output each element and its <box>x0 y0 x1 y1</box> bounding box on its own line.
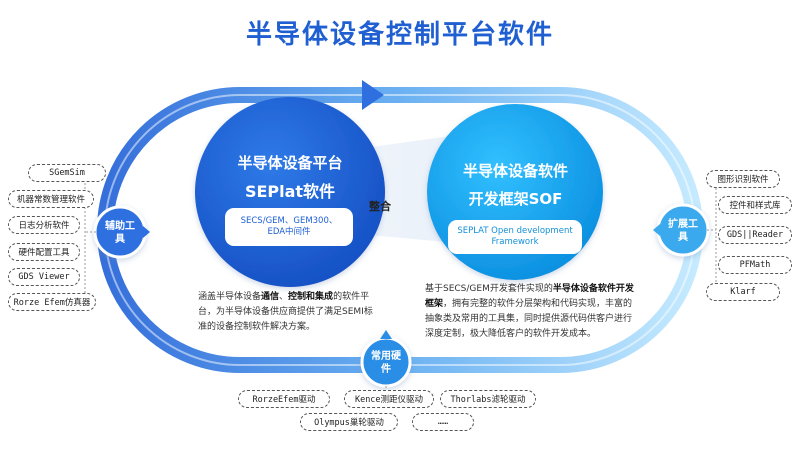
right-circle-box: SEPLAT Open development Framework <box>448 220 582 254</box>
hardware-item: Kence测距仪驱动 <box>344 390 434 408</box>
ext-tools-hub-label: 扩展工具 <box>668 219 698 243</box>
right-circle-subtitle: 开发框架SOF <box>468 190 563 208</box>
left-tool-item: 机器常数管理软件 <box>8 190 94 208</box>
right-tool-item: 图形识别软件 <box>706 170 780 188</box>
hardware-item: Olympus巢轮驱动 <box>300 413 398 431</box>
left-circle-box: SECS/GEM、GEM300、EDA中间件 <box>225 208 353 246</box>
flow-arrow-icon <box>362 80 384 110</box>
right-circle-title: 半导体设备软件 <box>462 162 568 180</box>
hardware-item: RorzeEfem驱动 <box>238 390 330 408</box>
left-tool-item: 硬件配置工具 <box>8 243 80 261</box>
left-tool-item: GDS Viewer <box>8 268 80 286</box>
aux-tools-hub-label: 辅助工具 <box>105 221 135 245</box>
left-circle-subtitle: SEPlat软件 <box>244 182 336 201</box>
hardware-item: …… <box>412 413 474 431</box>
hardware-item: Thorlabs滤轮驱动 <box>440 390 536 408</box>
page-title: 半导体设备控制平台软件 <box>245 20 554 50</box>
right-tool-item: GDS||Reader <box>718 226 792 244</box>
right-tool-item: PFMath <box>718 256 792 274</box>
left-description: 涵盖半导体设备通信、控制和集成的软件平台，为半导体设备供应商提供了满足SEMI标… <box>198 292 373 332</box>
left-tool-item: 日志分析软件 <box>8 216 80 234</box>
left-tool-item: Rorze Efem仿真器 <box>8 293 96 311</box>
right-tool-item: Klarf <box>706 283 780 301</box>
right-description: 基于SECS/GEM开发套件实现的半导体设备软件开发框架，拥有完整的软件分层架构… <box>425 284 634 339</box>
right-tool-item: 控件和样式库 <box>718 196 792 214</box>
left-circle-title: 半导体设备平台 <box>237 154 343 172</box>
hardware-hub-label: 常用硬件 <box>371 351 401 375</box>
integrate-label: 整合 <box>369 200 391 213</box>
left-tool-item: SGemSim <box>28 164 106 182</box>
